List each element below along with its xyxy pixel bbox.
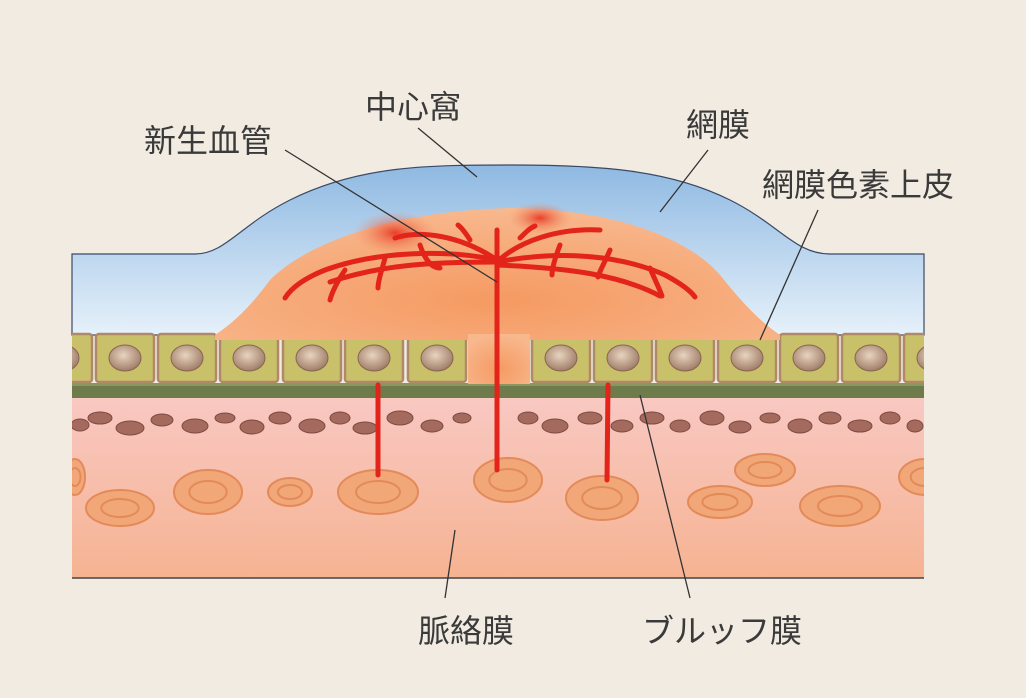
choroid-cells xyxy=(72,453,924,527)
pigment-granule xyxy=(298,418,326,434)
choroid-blood-cell xyxy=(898,458,924,496)
choroid-blood-cell xyxy=(473,457,543,503)
pigment-granule xyxy=(639,411,665,425)
rpe-cell xyxy=(654,332,716,384)
pigment-granule xyxy=(759,412,781,424)
pigment-granule xyxy=(115,420,145,436)
rpe-cell xyxy=(778,332,840,384)
pigment-granule xyxy=(669,419,691,433)
leader-lines xyxy=(284,127,819,599)
rpe-cell xyxy=(281,332,343,384)
choroid-blood-cell xyxy=(687,485,753,519)
choroid-blood-cell xyxy=(85,489,155,527)
pigment-granule xyxy=(728,420,752,434)
pigment-granule xyxy=(818,411,842,425)
pigment-granule xyxy=(906,419,924,433)
label-choroid: 脈絡膜 xyxy=(418,612,514,650)
rpe-cell xyxy=(406,332,468,384)
pigment-granule xyxy=(268,411,292,425)
choroid-blood-cell xyxy=(72,458,86,496)
rpe-cell xyxy=(94,332,156,384)
choroid-blood-cell xyxy=(267,477,313,507)
pigment-granule xyxy=(517,411,539,425)
pigment-granule xyxy=(87,411,113,425)
label-neovascularization: 新生血管 xyxy=(144,122,272,160)
pigment-granule xyxy=(420,419,444,433)
label-fovea: 中心窩 xyxy=(365,88,461,126)
pigment-granule xyxy=(541,418,569,434)
pigment-granule xyxy=(72,418,90,432)
pigment-granule xyxy=(329,411,351,425)
label-bruch-membrane: ブルッフ膜 xyxy=(642,612,802,650)
rpe-cell xyxy=(343,332,405,384)
rpe-cell xyxy=(72,332,94,384)
choroid-blood-cell xyxy=(799,485,881,527)
neovessels xyxy=(282,222,698,483)
pigment-granule xyxy=(577,411,603,425)
pigment-granule xyxy=(879,411,901,425)
rpe-cell xyxy=(592,332,654,384)
choroid-pigments xyxy=(72,410,924,436)
pigment-granule xyxy=(610,419,634,433)
label-rpe: 網膜色素上皮 xyxy=(762,166,954,204)
hemorrhage-spot xyxy=(353,211,437,255)
pigment-granule xyxy=(386,410,414,426)
rpe-cell xyxy=(530,332,592,384)
hemorrhage-spot xyxy=(508,202,572,234)
pigment-granule xyxy=(239,419,265,435)
pigment-granule xyxy=(181,418,209,434)
rpe-cell xyxy=(218,332,280,384)
pigment-granule xyxy=(787,418,813,434)
choroid-blood-cell xyxy=(565,475,639,521)
rpe-cell xyxy=(156,332,218,384)
rpe-cell xyxy=(902,332,924,384)
choroid-blood-cell xyxy=(734,453,796,487)
pigment-granule xyxy=(847,419,873,433)
pigment-granule xyxy=(452,412,472,424)
pigment-granule xyxy=(214,412,236,424)
rpe-cell xyxy=(716,332,778,384)
pigment-granule xyxy=(150,413,174,427)
label-retina: 網膜 xyxy=(686,106,750,144)
pigment-granule xyxy=(352,421,378,435)
rpe-cell xyxy=(840,332,902,384)
rpe-cells xyxy=(72,332,924,384)
pigment-granule xyxy=(699,410,725,426)
choroid-blood-cell xyxy=(173,469,243,515)
